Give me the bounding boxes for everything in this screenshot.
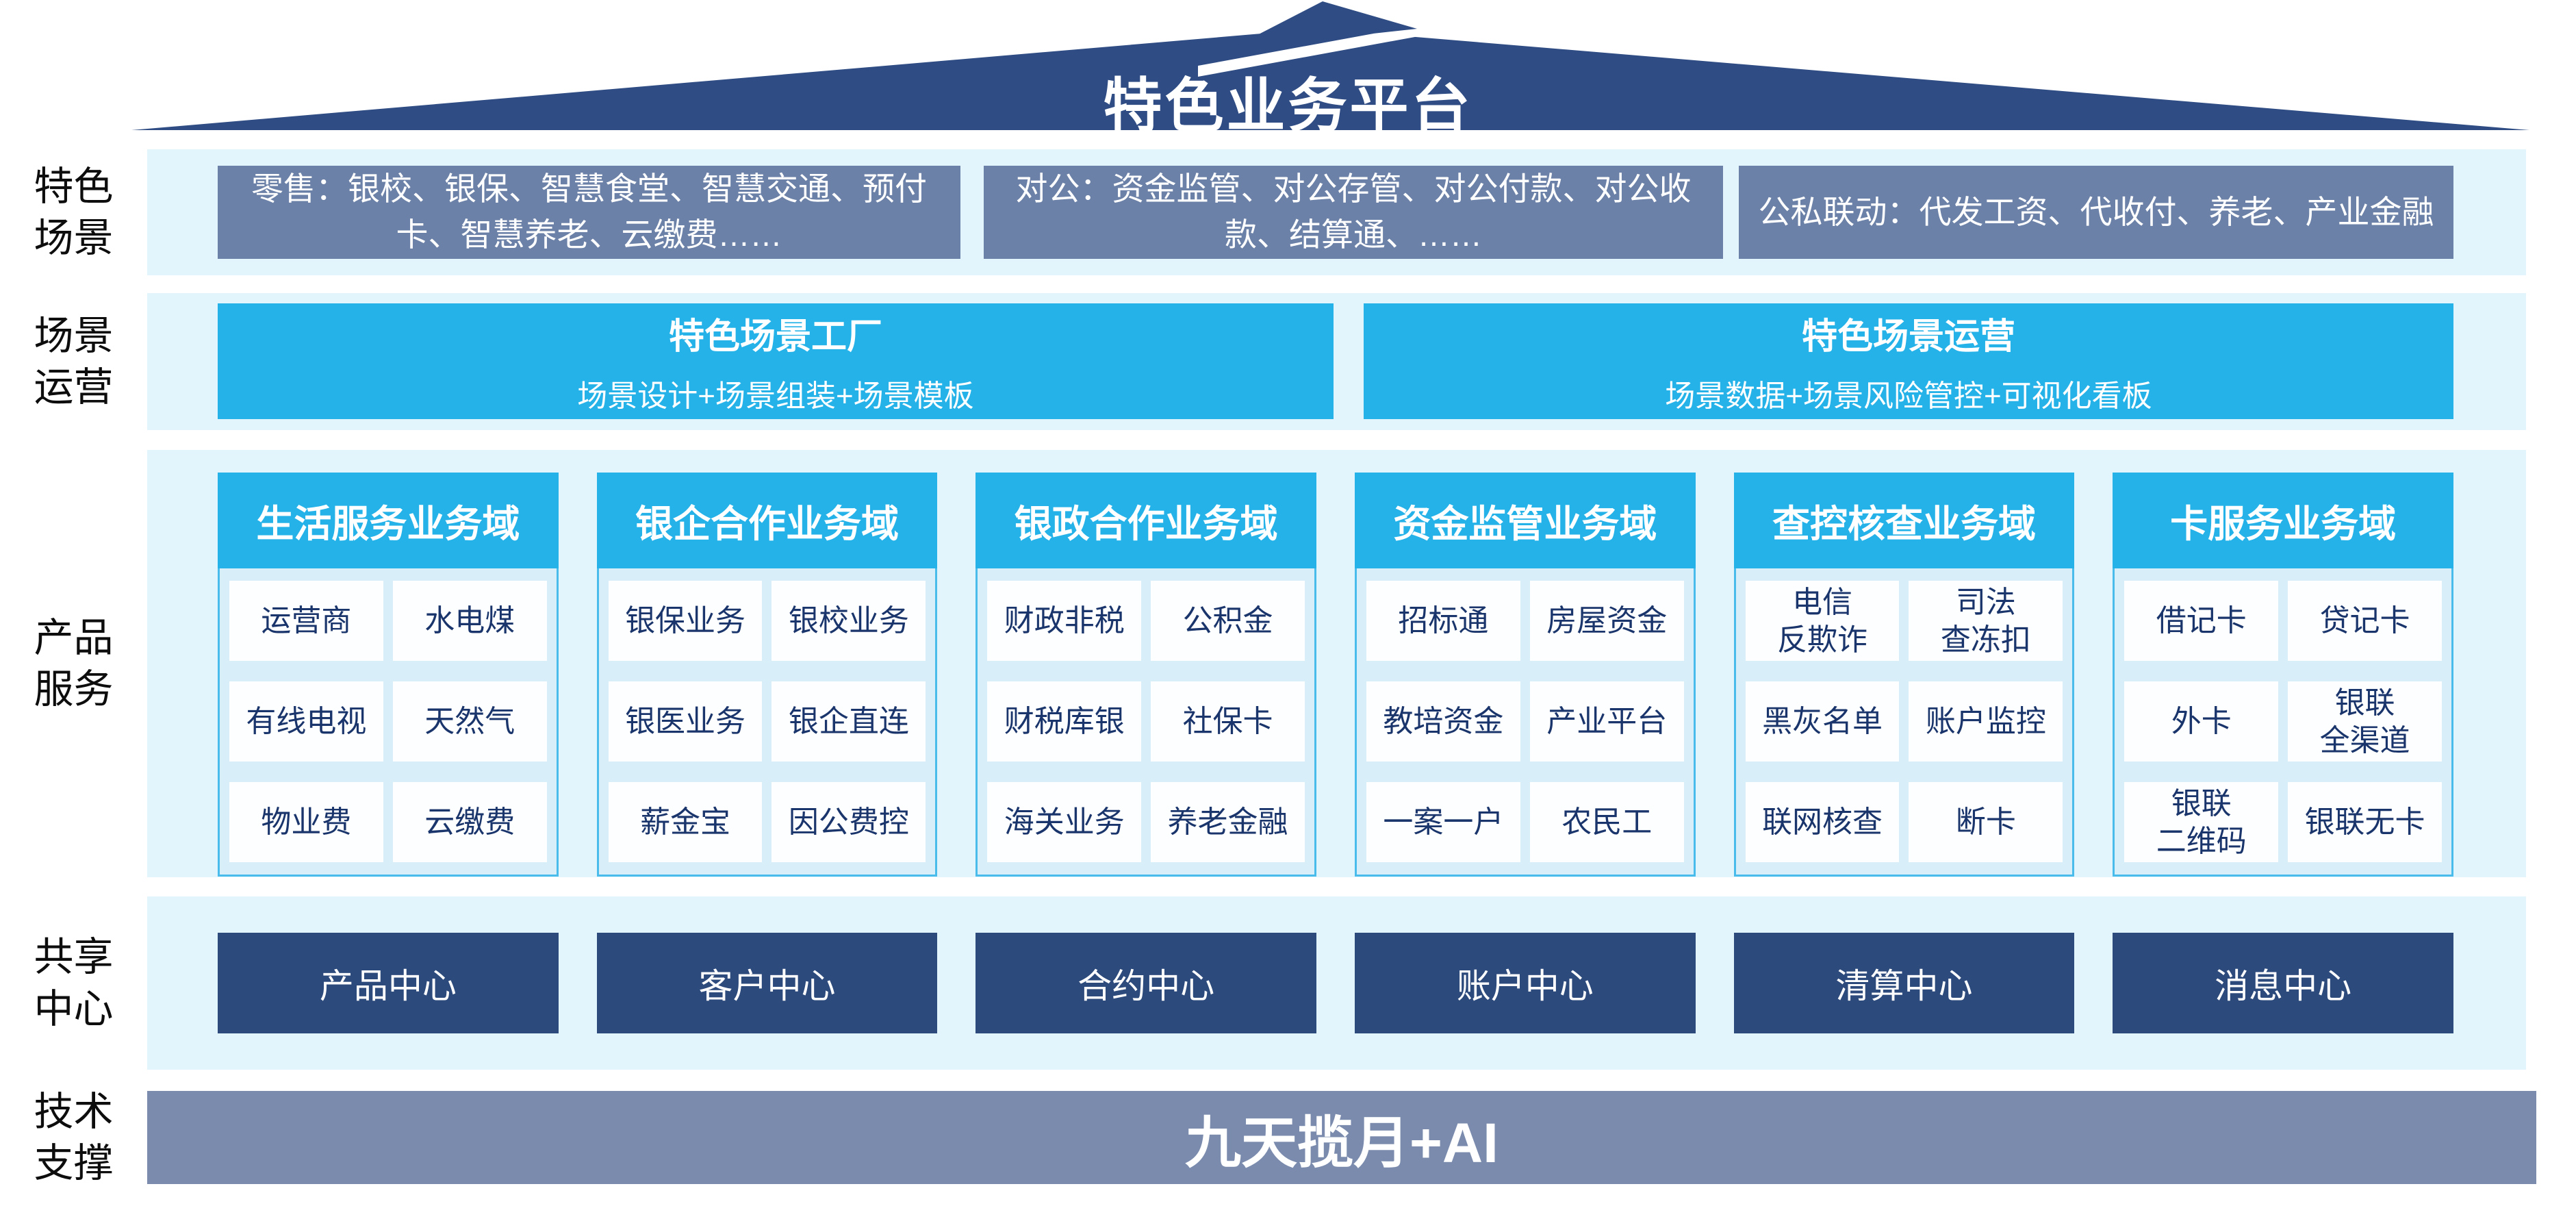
product-column-body: 财政非税 公积金 财税库银 社保卡 海关业务 养老金融 [978, 568, 1314, 875]
product-cell: 薪金宝 [608, 782, 763, 862]
product-grid: 生活服务业务域 运营商 水电煤 有线电视 天然气 物业费 云缴费 银企合作业务域… [218, 473, 2453, 877]
product-cell: 银医业务 [608, 681, 763, 762]
side-label-scenes: 特色 场景 [34, 164, 114, 260]
side-label-tech: 技术 支撑 [34, 1089, 114, 1185]
op-box-subtitle: 场景设计+场景组装+场景模板 [577, 379, 974, 413]
product-column-body: 电信 反欺诈 司法 查冻扣 黑灰名单 账户监控 联网核查 断卡 [1736, 568, 2073, 875]
op-box-subtitle: 场景数据+场景风险管控+可视化看板 [1665, 379, 2152, 413]
product-cell: 财政非税 [987, 581, 1142, 661]
product-cell: 公积金 [1151, 581, 1305, 661]
product-column-header: 查控核查业务域 [1733, 473, 2075, 568]
product-cell: 账户监控 [1909, 681, 2063, 762]
product-column-body: 招标通 房屋资金 教培资金 产业平台 一案一户 农民工 [1357, 568, 1694, 875]
product-cell: 社保卡 [1151, 681, 1305, 762]
shared-band: 产品中心 客户中心 合约中心 账户中心 清算中心 消息中心 [147, 896, 2526, 1070]
product-cell: 断卡 [1909, 782, 2063, 862]
center-box-product: 产品中心 [218, 933, 559, 1033]
product-column-inquiry-control: 查控核查业务域 电信 反欺诈 司法 查冻扣 黑灰名单 账户监控 联网核查 断卡 [1733, 473, 2075, 877]
tech-support-bar: 九天揽月+AI [147, 1091, 2536, 1184]
center-box-clearing: 清算中心 [1733, 933, 2075, 1033]
product-cell: 银校业务 [771, 581, 926, 661]
product-column-fund-supervision: 资金监管业务域 招标通 房屋资金 教培资金 产业平台 一案一户 农民工 [1354, 473, 1696, 877]
center-box-account: 账户中心 [1354, 933, 1696, 1033]
product-cell: 银联 二维码 [2124, 782, 2279, 862]
product-cell: 因公费控 [771, 782, 926, 862]
roof-ridge-gap [1198, 14, 1482, 77]
product-cell: 外卡 [2124, 681, 2279, 762]
product-cell: 黑灰名单 [1745, 681, 1900, 762]
op-box-title: 特色场景工厂 [668, 317, 882, 357]
product-column-life-service: 生活服务业务域 运营商 水电煤 有线电视 天然气 物业费 云缴费 [218, 473, 559, 877]
product-column-bank-enterprise: 银企合作业务域 银保业务 银校业务 银医业务 银企直连 薪金宝 因公费控 [596, 473, 938, 877]
product-cell: 云缴费 [392, 782, 547, 862]
product-column-bank-government: 银政合作业务域 财政非税 公积金 财税库银 社保卡 海关业务 养老金融 [975, 473, 1316, 877]
product-cell: 物业费 [229, 782, 383, 862]
roof-shape [131, 1, 2529, 130]
side-label-shared: 共享 中心 [34, 935, 114, 1031]
product-column-header: 生活服务业务域 [218, 473, 559, 568]
page-title: 特色业务平台 [1103, 73, 1473, 139]
product-cell: 海关业务 [987, 782, 1142, 862]
scene-box-linkage: 公私联动：代发工资、代收付、养老、产业金融 [1739, 166, 2453, 259]
shared-grid: 产品中心 客户中心 合约中心 账户中心 清算中心 消息中心 [218, 933, 2453, 1033]
product-cell: 电信 反欺诈 [1745, 581, 1900, 661]
op-box-operation: 特色场景运营 场景数据+场景风险管控+可视化看板 [1364, 303, 2453, 419]
product-column-body: 银保业务 银校业务 银医业务 银企直连 薪金宝 因公费控 [599, 568, 936, 875]
product-column-header: 卡服务业务域 [2113, 473, 2453, 568]
product-column-body: 运营商 水电煤 有线电视 天然气 物业费 云缴费 [220, 568, 557, 875]
product-cell: 农民工 [1529, 782, 1684, 862]
product-cell: 一案一户 [1366, 782, 1520, 862]
product-cell: 天然气 [392, 681, 547, 762]
product-band: 生活服务业务域 运营商 水电煤 有线电视 天然气 物业费 云缴费 银企合作业务域… [147, 450, 2526, 877]
product-cell: 银联 全渠道 [2288, 681, 2442, 762]
product-cell: 招标通 [1366, 581, 1520, 661]
product-cell: 有线电视 [229, 681, 383, 762]
product-column-header: 银政合作业务域 [975, 473, 1316, 568]
product-cell: 运营商 [229, 581, 383, 661]
product-column-body: 借记卡 贷记卡 外卡 银联 全渠道 银联 二维码 银联无卡 [2115, 568, 2451, 875]
product-cell: 银联无卡 [2288, 782, 2442, 862]
product-cell: 银保业务 [608, 581, 763, 661]
scene-band: 零售：银校、银保、智慧食堂、智慧交通、预付卡、智慧养老、云缴费…… 对公：资金监… [147, 149, 2526, 275]
product-cell: 借记卡 [2124, 581, 2279, 661]
product-column-card-service: 卡服务业务域 借记卡 贷记卡 外卡 银联 全渠道 银联 二维码 银联无卡 [2113, 473, 2453, 877]
op-box-factory: 特色场景工厂 场景设计+场景组装+场景模板 [218, 303, 1334, 419]
roof-main-panel [131, 29, 2529, 130]
product-cell: 房屋资金 [1529, 581, 1684, 661]
product-cell: 司法 查冻扣 [1909, 581, 2063, 661]
center-box-customer: 客户中心 [596, 933, 938, 1033]
product-cell: 贷记卡 [2288, 581, 2442, 661]
product-cell: 教培资金 [1366, 681, 1520, 762]
product-cell: 银企直连 [771, 681, 926, 762]
product-cell: 水电煤 [392, 581, 547, 661]
roof-peak-cap [1229, 1, 1417, 49]
product-cell: 产业平台 [1529, 681, 1684, 762]
center-box-message: 消息中心 [2113, 933, 2453, 1033]
scene-box-retail: 零售：银校、银保、智慧食堂、智慧交通、预付卡、智慧养老、云缴费…… [218, 166, 960, 259]
product-cell: 财税库银 [987, 681, 1142, 762]
product-cell: 养老金融 [1151, 782, 1305, 862]
product-column-header: 银企合作业务域 [596, 473, 938, 568]
scene-box-corporate: 对公：资金监管、对公存管、对公付款、对公收款、结算通、…… [984, 166, 1723, 259]
product-cell: 联网核查 [1745, 782, 1900, 862]
op-box-title: 特色场景运营 [1801, 317, 2015, 357]
side-label-operation: 场景 运营 [34, 313, 114, 410]
product-column-header: 资金监管业务域 [1354, 473, 1696, 568]
center-box-contract: 合约中心 [975, 933, 1316, 1033]
side-label-products: 产品 服务 [34, 615, 114, 712]
operation-band: 特色场景工厂 场景设计+场景组装+场景模板 特色场景运营 场景数据+场景风险管控… [147, 293, 2526, 430]
